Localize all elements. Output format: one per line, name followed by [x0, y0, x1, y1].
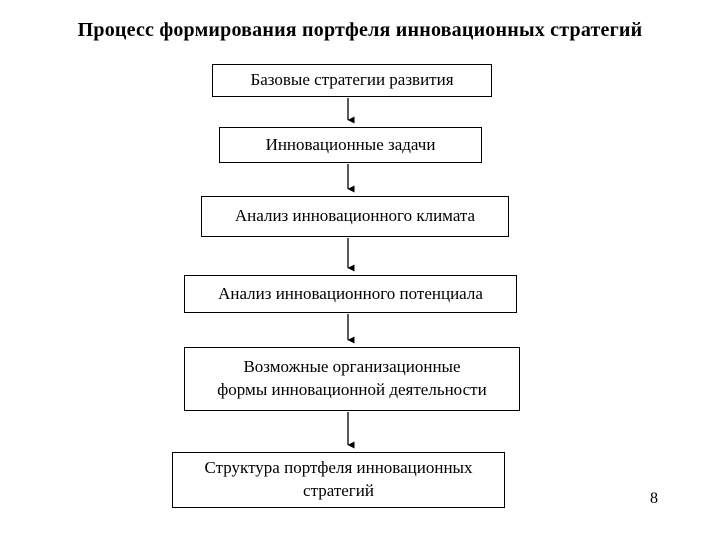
- flow-box-innovation-tasks: Инновационные задачи: [219, 127, 482, 163]
- flow-box-climate-analysis: Анализ инновационного климата: [201, 196, 509, 237]
- page-number: 8: [650, 490, 658, 507]
- flow-box-organizational-forms: Возможные организационные формы инноваци…: [184, 347, 520, 411]
- flow-box-portfolio-structure: Структура портфеля инновационных стратег…: [172, 452, 505, 508]
- flow-box-potential-analysis: Анализ инновационного потенциала: [184, 275, 517, 313]
- slide-title: Процесс формирования портфеля инновацион…: [77, 19, 643, 41]
- flow-box-basic-strategies: Базовые стратегии развития: [212, 64, 492, 97]
